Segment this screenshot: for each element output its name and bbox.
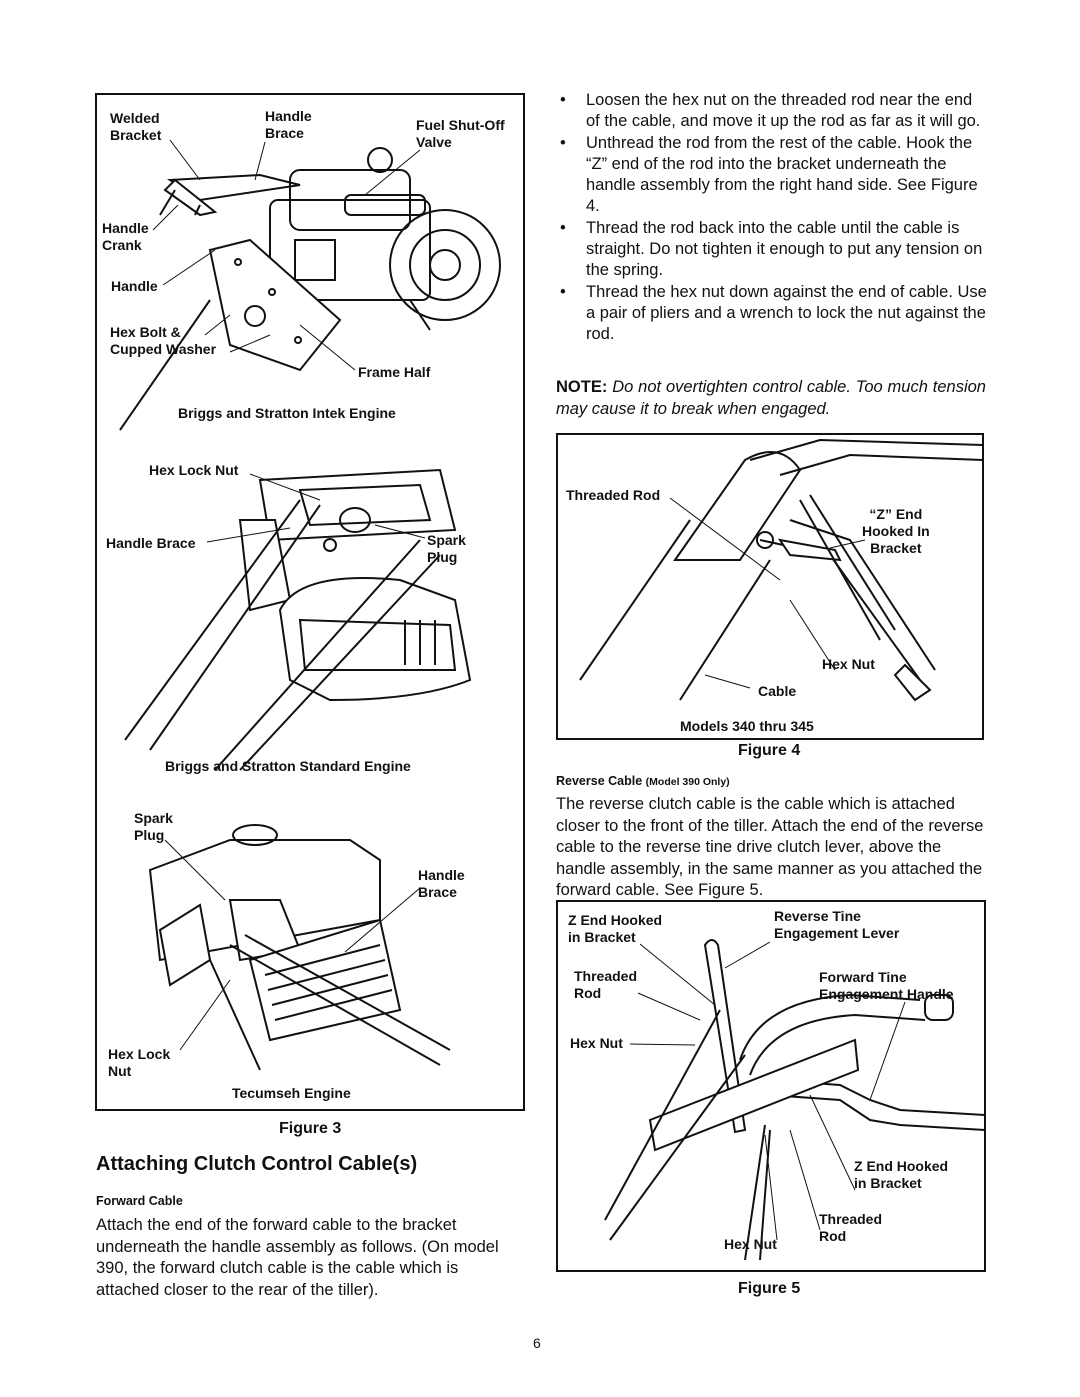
note-paragraph: NOTE: Do not overtighten control cable. … [556, 377, 986, 420]
instruction-item: Loosen the hex nut on the threaded rod n… [560, 90, 990, 133]
instruction-item: Unthread the rod from the rest of the ca… [560, 133, 990, 218]
label-z-end-bottom: Z End Hooked in Bracket [854, 1158, 949, 1191]
instruction-list: Loosen the hex nut on the threaded rod n… [560, 90, 990, 346]
label-handle-brace-2: Handle Brace [106, 535, 196, 551]
label-handle-brace-3: Handle Brace [418, 867, 465, 900]
label-hex-nut-top: Hex Nut [570, 1035, 623, 1051]
label-reverse-lever: Reverse Tine Engagement Lever [774, 908, 900, 941]
reverse-cable-subhead: Reverse Cable (Model 390 Only) [556, 774, 730, 788]
caption-models: Models 340 thru 345 [680, 718, 814, 734]
label-hex-lock-nut: Hex Lock Nut [149, 462, 239, 478]
figure-3-caption: Figure 3 [279, 1120, 342, 1137]
caption-tecumseh-engine: Tecumseh Engine [232, 1085, 351, 1101]
label-hex-bolt-washer: Hex Bolt & Cupped Washer [110, 324, 217, 357]
note-text: Do not overtighten control cable. Too mu… [556, 378, 986, 418]
label-fuel-shutoff-valve: Fuel Shut-Off Valve [416, 117, 505, 150]
figure-4-frame [556, 433, 984, 740]
note-label: NOTE: [556, 378, 608, 396]
label-spark-plug: Spark Plug [427, 532, 466, 565]
page-number: 6 [533, 1335, 541, 1351]
figure-4-caption: Figure 4 [738, 742, 801, 759]
label-threaded-rod-top: Threaded Rod [574, 968, 638, 1001]
forward-cable-subhead: Forward Cable [96, 1194, 183, 1208]
label-hex-nut-bottom: Hex Nut [724, 1236, 777, 1252]
figure-5-caption: Figure 5 [738, 1280, 801, 1297]
label-hex-lock-nut-3: Hex Lock Nut [108, 1046, 171, 1079]
caption-standard-engine: Briggs and Stratton Standard Engine [165, 758, 411, 774]
reverse-cable-text: The reverse clutch cable is the cable wh… [556, 795, 984, 899]
figure-3-frame [95, 93, 525, 1111]
label-handle: Handle [111, 278, 158, 294]
label-welded-bracket: Welded Bracket [110, 110, 162, 143]
reverse-cable-subhead-title: Reverse Cable [556, 774, 643, 788]
forward-cable-text: Attach the end of the forward cable to t… [96, 1216, 499, 1299]
instruction-item: Thread the rod back into the cable until… [560, 218, 990, 282]
reverse-cable-subhead-note: (Model 390 Only) [645, 776, 730, 788]
label-spark-plug-3: Spark Plug [134, 810, 173, 843]
figure-5-frame [556, 900, 986, 1272]
instruction-item: Thread the hex nut down against the end … [560, 282, 990, 346]
label-z-end-hooked: “Z” End Hooked In Bracket [862, 506, 930, 556]
label-z-end-top: Z End Hooked in Bracket [568, 912, 663, 945]
label-forward-handle: Forward Tine Engagement Handle [819, 969, 954, 1002]
label-threaded-rod: Threaded Rod [566, 487, 661, 503]
label-threaded-rod-bottom: Threaded Rod [819, 1211, 883, 1244]
caption-intek-engine: Briggs and Stratton Intek Engine [178, 405, 396, 421]
label-hex-nut: Hex Nut [822, 656, 875, 672]
label-cable: Cable [758, 683, 797, 699]
section-title: Attaching Clutch Control Cable(s) [96, 1153, 418, 1175]
label-handle-crank: Handle Crank [102, 220, 149, 253]
label-frame-half: Frame Half [358, 364, 431, 380]
label-handle-brace: Handle Brace [265, 108, 312, 141]
